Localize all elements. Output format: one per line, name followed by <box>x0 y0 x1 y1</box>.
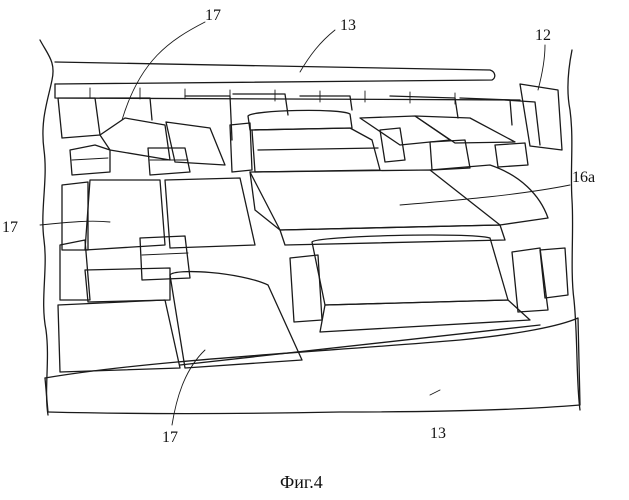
bottom-wall-13 <box>45 318 580 414</box>
top-row-backrests <box>58 84 562 150</box>
label-13-bottom: 13 <box>430 425 446 442</box>
label-16a: 16a <box>572 169 595 186</box>
seat-cluster-top-left <box>70 118 225 175</box>
label-13-top: 13 <box>340 17 356 34</box>
figure-caption: Фиг.4 <box>280 472 323 492</box>
label-12: 12 <box>535 27 551 44</box>
label-17-left: 17 <box>2 219 18 236</box>
table-16a <box>250 165 548 245</box>
label-17-top: 17 <box>205 7 221 24</box>
leader-lines <box>40 22 570 425</box>
bottom-front-seat <box>58 272 302 372</box>
center-top-seat-block <box>230 110 380 172</box>
seat-cluster-top-right <box>360 116 528 170</box>
center-lower-seat-block <box>290 235 568 332</box>
label-17-bottom: 17 <box>162 429 178 446</box>
seat-cluster-mid-left <box>60 178 255 302</box>
